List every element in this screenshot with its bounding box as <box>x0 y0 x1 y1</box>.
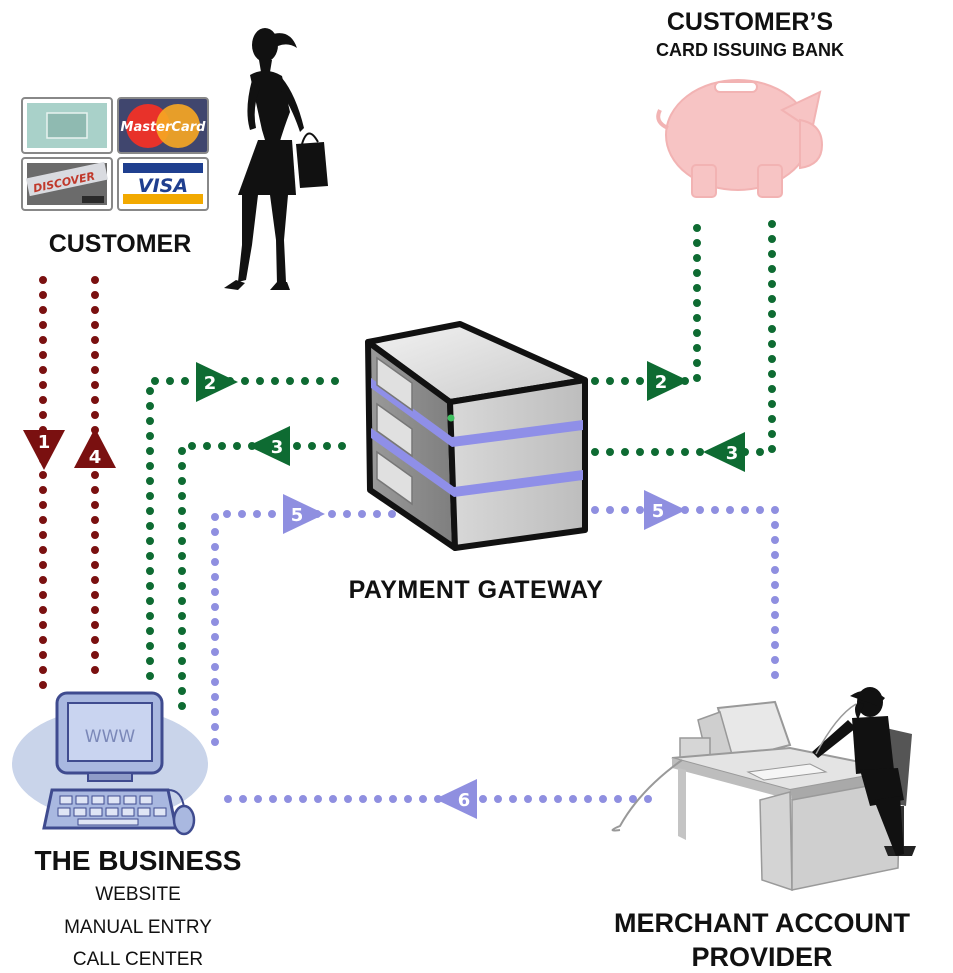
flow-line-5-left <box>211 510 404 746</box>
step-5-right-number: 5 <box>652 501 665 522</box>
business-sub-call-center: CALL CENTER <box>73 949 203 970</box>
step-3-left-number: 3 <box>271 437 284 458</box>
piggy-bank-icon <box>656 79 824 198</box>
step-3-right-number: 3 <box>726 443 739 464</box>
merchant-label-line1: MERCHANT ACCOUNT <box>614 908 910 938</box>
step-2-right-number: 2 <box>655 372 668 393</box>
flow-line-2-right <box>591 216 701 385</box>
step-3-right-marker: 3 <box>703 432 745 472</box>
step-2-right-marker: 2 <box>647 361 689 401</box>
business-label: THE BUSINESS <box>35 845 242 876</box>
step-1-marker: 1 <box>23 430 65 470</box>
amex-card-icon <box>21 97 113 154</box>
customer-silhouette-icon <box>224 28 328 290</box>
step-4-marker: 4 <box>74 428 116 468</box>
step-4-number: 4 <box>89 447 102 468</box>
issuer-label-line2: CARD ISSUING BANK <box>656 40 844 60</box>
flow-line-3-left <box>178 442 354 710</box>
step-5-left-marker: 5 <box>283 494 325 534</box>
business-computer-icon: WWW <box>12 691 208 836</box>
screen-www-text: WWW <box>85 727 136 747</box>
business-sub-manual-entry: MANUAL ENTRY <box>64 917 212 938</box>
step-3-left-marker: 3 <box>248 426 290 466</box>
customer-label: CUSTOMER <box>49 230 192 258</box>
step-5-left-number: 5 <box>291 505 304 526</box>
business-sub-website: WEBSITE <box>95 884 181 905</box>
visa-card-icon: VISA <box>117 157 209 211</box>
merchant-desk-icon <box>611 687 916 892</box>
discover-card-icon: DISCOVER <box>21 157 113 211</box>
issuer-flow-lines <box>146 208 776 710</box>
gateway-server-icon <box>365 321 588 551</box>
flow-line-3-right <box>591 208 776 456</box>
step-2-left-number: 2 <box>204 373 217 394</box>
step-6-marker: 6 <box>435 779 477 819</box>
step-6-number: 6 <box>458 790 471 811</box>
step-2-left-marker: 2 <box>196 362 238 402</box>
mastercard-card-icon: MasterCard <box>117 97 209 154</box>
customer-flow-lines <box>39 276 99 696</box>
issuer-label-line1: CUSTOMER’S <box>667 8 833 36</box>
gateway-label: PAYMENT GATEWAY <box>349 576 604 604</box>
flow-line-5-right <box>591 506 779 694</box>
mastercard-text: MasterCard <box>121 120 207 135</box>
visa-text: VISA <box>138 175 188 197</box>
credit-cards-group: MasterCard DISCOVER VISA <box>21 97 209 211</box>
merchant-label-line2: PROVIDER <box>691 942 832 972</box>
step-5-right-marker: 5 <box>644 490 686 530</box>
step-1-number: 1 <box>38 432 51 453</box>
